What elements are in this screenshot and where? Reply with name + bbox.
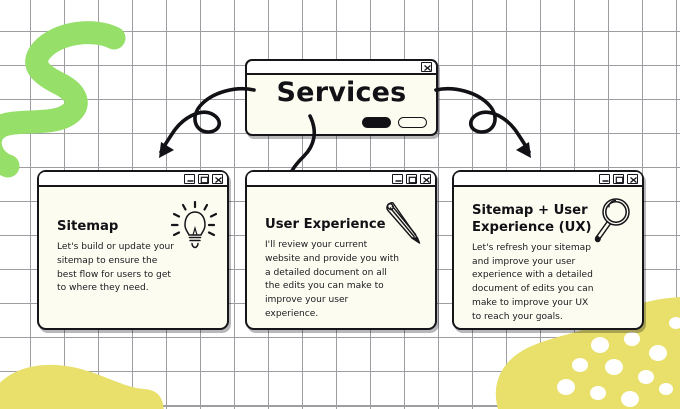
services-header-window[interactable]: Services (245, 59, 438, 136)
service-card-sitemap[interactable]: Sitemap Let's build or update your sitem… (37, 170, 229, 330)
card-body: User Experience I'll review your current… (247, 187, 435, 328)
close-icon[interactable] (627, 173, 638, 184)
card-title: User Experience (265, 217, 386, 232)
card-titlebar (454, 172, 642, 187)
card-title: Sitemap (57, 219, 119, 234)
card-window-controls (184, 173, 223, 184)
card-window-controls (392, 173, 431, 184)
filled-pill-button[interactable] (362, 117, 391, 128)
page-title: Services (276, 77, 407, 108)
hollow-pill-button[interactable] (398, 117, 427, 128)
card-body: Sitemap Let's build or update your sitem… (39, 187, 227, 328)
services-pill-group (362, 117, 427, 128)
minimize-icon[interactable] (184, 173, 195, 184)
minimize-icon[interactable] (599, 173, 610, 184)
card-description: Let's build or update your sitemap to en… (57, 241, 175, 294)
services-titlebar (247, 61, 436, 75)
card-description: I'll review your current website and pro… (265, 239, 400, 319)
close-icon[interactable] (420, 173, 431, 184)
card-titlebar (247, 172, 435, 187)
card-description: Let's refresh your sitemap and improve y… (472, 242, 594, 322)
card-titlebar (39, 172, 227, 187)
maximize-icon[interactable] (613, 173, 624, 184)
service-card-user-experience[interactable]: User Experience I'll review your current… (245, 170, 437, 330)
service-card-sitemap-ux[interactable]: Sitemap + User Experience (UX) Let's ref… (452, 170, 644, 330)
card-title: Sitemap + User Experience (UX) (472, 203, 592, 235)
maximize-icon[interactable] (406, 173, 417, 184)
minimize-icon[interactable] (392, 173, 403, 184)
close-icon[interactable] (421, 62, 432, 72)
card-window-controls (599, 173, 638, 184)
card-body: Sitemap + User Experience (UX) Let's ref… (454, 187, 642, 328)
maximize-icon[interactable] (198, 173, 209, 184)
services-window-controls (421, 62, 432, 72)
close-icon[interactable] (212, 173, 223, 184)
